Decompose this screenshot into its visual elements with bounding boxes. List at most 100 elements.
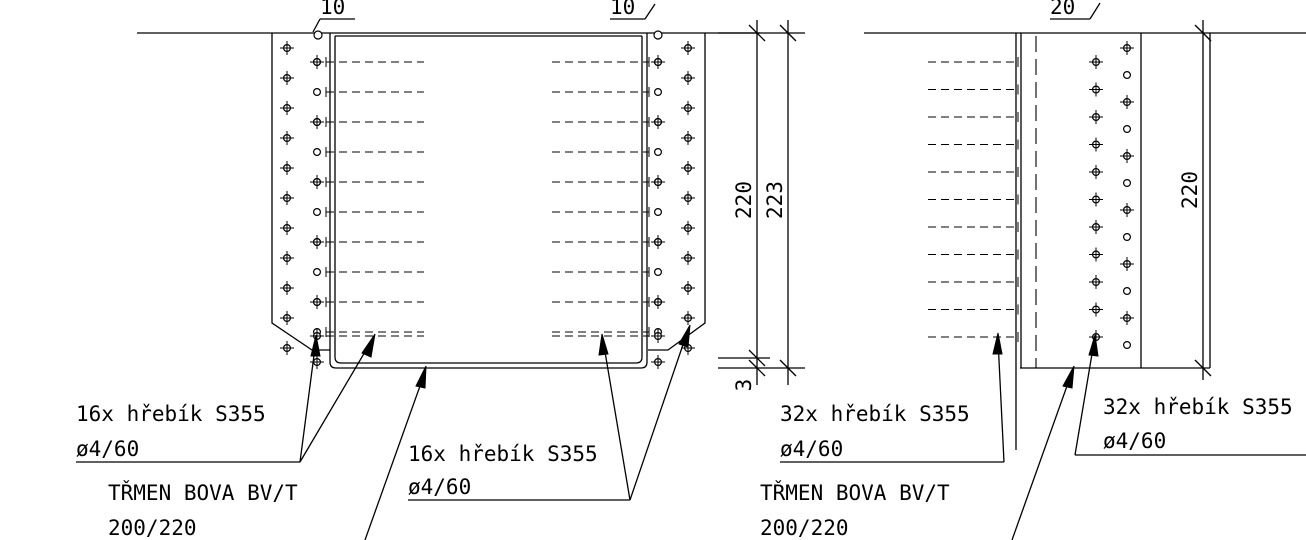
nail-shank (928, 194, 1019, 205)
joist-nail-icon (651, 115, 665, 129)
joist-nail-icon (1089, 192, 1103, 207)
empty-hole-icon (1122, 124, 1131, 133)
dim-tick-223-bot (779, 359, 797, 377)
dim-tick-223-top (779, 24, 797, 42)
nail-shank (552, 117, 650, 127)
nail-shank (325, 177, 424, 187)
right-view-left-nails-arrow (992, 332, 1003, 355)
right-dim-220-label: 220 (1178, 171, 1202, 209)
right-nails-leader-2 (629, 329, 689, 501)
right-view-hanger-line2: 200/220 (760, 516, 849, 540)
nail-shank (325, 147, 424, 157)
left-view-dimensions: 220 223 3 (718, 20, 805, 391)
nail-shank (325, 297, 424, 307)
nail-shank (552, 267, 650, 277)
flange-nail-icon (280, 131, 294, 145)
joist-nail-icon (310, 295, 324, 309)
joist-nail-icon (310, 175, 324, 189)
dim-tick-3-top (748, 359, 766, 377)
joist-nail-icon (1089, 275, 1103, 289)
nail-shank (928, 249, 1019, 260)
flange-nail-icon (681, 281, 695, 295)
flange-nail-icon (280, 161, 294, 175)
nail-shank (325, 267, 424, 277)
left-nails-leader-2 (299, 339, 373, 463)
empty-hole-icon (653, 87, 662, 96)
dim-220-label: 220 (732, 181, 756, 219)
nail-shank (552, 87, 650, 97)
right-view-nail-rows (928, 41, 1134, 350)
left-view-left-flange (271, 33, 330, 351)
nail-shank (552, 207, 650, 217)
empty-hole-icon (1122, 287, 1131, 296)
right-dim-tick-top (1194, 24, 1212, 42)
nail-shank (325, 117, 424, 127)
nail-shank (928, 332, 1019, 342)
nail-shank (325, 57, 424, 67)
right-view-hanger-line1: TŘMEN BOVA BV/T (760, 480, 950, 505)
nail-shank (928, 57, 1019, 67)
joist-nail-icon (310, 115, 324, 129)
flange-nail-icon (280, 221, 294, 235)
empty-hole-icon (653, 148, 662, 157)
left-hanger-note-line2: 200/220 (108, 516, 197, 540)
joist-nail-icon (1089, 220, 1103, 234)
flange-nail-icon (681, 101, 695, 115)
nail-shank (552, 297, 650, 307)
left-nails-arrow-1 (310, 334, 321, 357)
joist-nail-icon (1089, 165, 1103, 179)
empty-hole-icon (1122, 179, 1131, 188)
flange-nail-icon (280, 191, 294, 205)
right-view-left-nails-line1: 32x hřebík S355 (780, 402, 970, 426)
dim-top-right-10: 10 (610, 0, 635, 19)
nail-shank (552, 147, 650, 157)
right-view-right-nails-leader (1074, 341, 1095, 456)
empty-hole-icon (313, 87, 322, 96)
dim-tick-220-bot (748, 349, 766, 367)
joist-nail-icon (1089, 55, 1103, 69)
right-nails-leader-1 (602, 339, 631, 501)
flange-nail-icon (681, 221, 695, 235)
flange-nail-icon (280, 41, 294, 55)
nail-shank (928, 84, 1019, 95)
dim-top-right-leader (644, 3, 656, 20)
beam-nail-icon (1120, 95, 1134, 109)
nail-shank (552, 177, 650, 187)
left-view: 220 223 3 10 10 16x hřebík S355 ø4/60 TŘ… (76, 0, 805, 540)
dim-3-label: 3 (732, 379, 756, 392)
nail-shank (928, 277, 1019, 287)
right-view-left-nails-leader (997, 339, 1005, 463)
left-nails-note-line1: 16x hřebík S355 (76, 402, 266, 426)
left-hanger-note-line1: TŘMEN BOVA BV/T (108, 480, 298, 505)
nail-shank (928, 112, 1019, 122)
right-view-right-nails-line2: ø4/60 (1103, 429, 1166, 453)
dim-top-20: 20 (1050, 0, 1075, 19)
beam-nail-icon (1120, 203, 1134, 217)
flange-nail-icon (681, 41, 695, 55)
flange-nail-icon (280, 251, 294, 265)
flange-nail-icon (280, 281, 294, 295)
right-view-hanger-leader (1011, 371, 1073, 540)
joist-nail-icon (1089, 302, 1103, 317)
empty-hole-icon (1122, 341, 1131, 350)
nail-shank (552, 327, 650, 337)
dim-top-left-leader (312, 18, 321, 33)
empty-hole-icon (1122, 70, 1131, 79)
flange-nail-icon (681, 161, 695, 175)
flange-nail-icon (681, 71, 695, 85)
nail-shank (325, 237, 424, 247)
nail-shank (928, 139, 1019, 150)
right-view: 220 20 32x hřebík S355 ø4/60 TŘMEN BOVA … (760, 0, 1306, 540)
hanger-inner-outline (334, 36, 643, 364)
nail-shank (325, 327, 424, 337)
dim-223-label: 223 (763, 181, 787, 219)
joist-nail-icon (651, 295, 665, 309)
flange-nail-icon (280, 341, 294, 355)
left-hanger-leader (364, 371, 426, 540)
empty-hole-icon (1122, 233, 1131, 242)
nail-shank (928, 304, 1019, 315)
beam-nail-icon (1120, 149, 1134, 163)
left-nails-arrow-2 (361, 333, 376, 358)
right-view-left-nails-line2: ø4/60 (780, 437, 843, 461)
